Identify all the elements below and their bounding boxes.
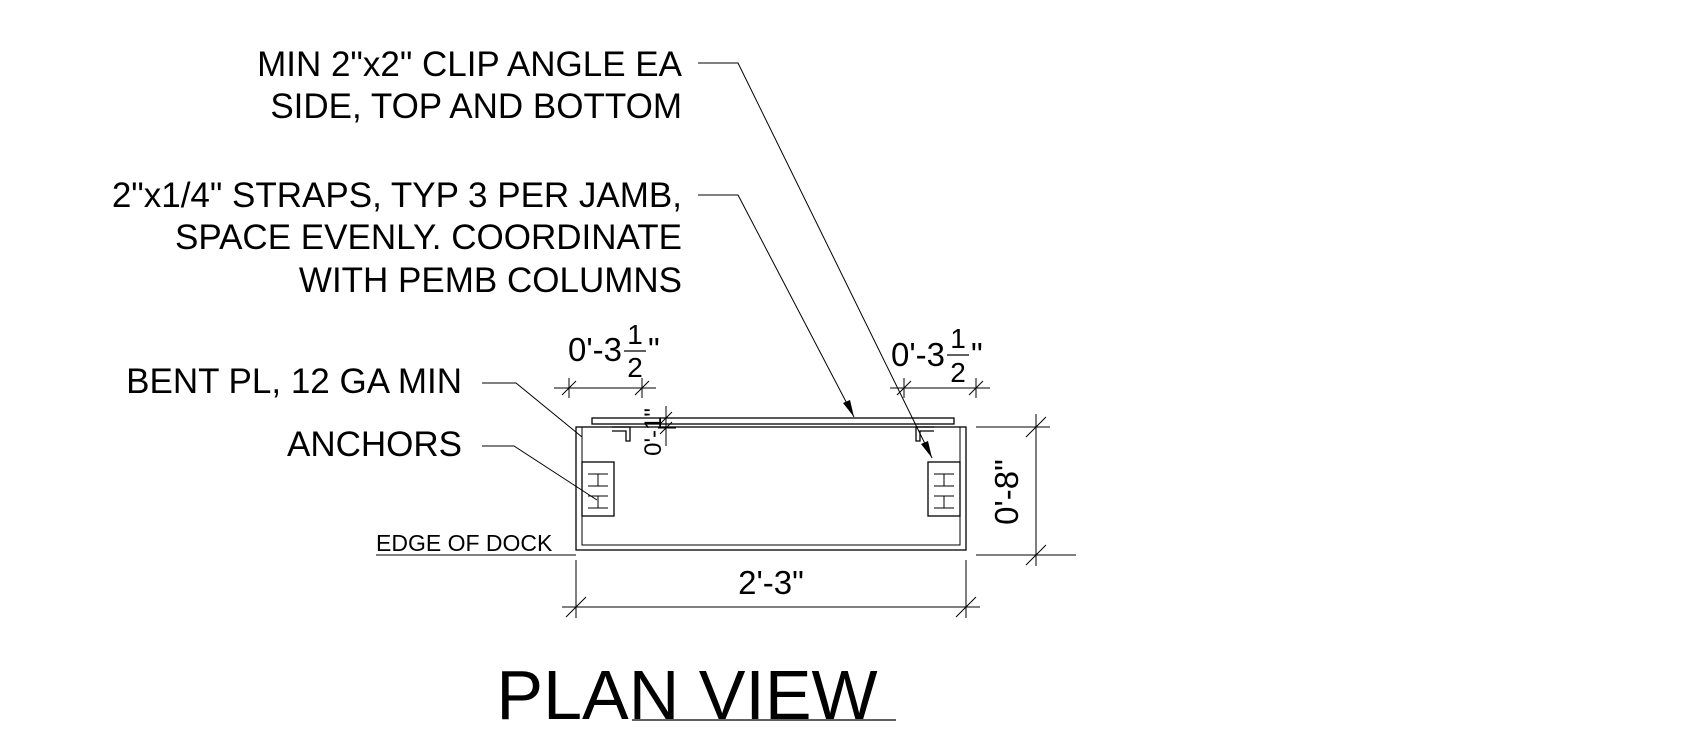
clip-angle-callout-line-2: SIDE, TOP AND BOTTOM	[270, 87, 682, 126]
straps-callout-line-3: WITH PEMB COLUMNS	[299, 261, 682, 300]
anchor-bolt-left-top	[588, 473, 608, 487]
jamb-plan	[376, 417, 1076, 556]
right-offset-inch-mark: "	[971, 336, 983, 373]
right-offset-numerator: 1	[950, 323, 966, 354]
view-title: PLAN VIEW	[496, 656, 896, 734]
anchor-bolt-left-bottom	[588, 495, 608, 509]
depth-label: 0'-8"	[988, 459, 1025, 525]
left-offset-inch-mark: "	[648, 331, 660, 368]
bent-plate-inner-line	[581, 427, 961, 546]
dimension-width: 2'-3"	[562, 560, 980, 618]
anchor-bolt-right-top	[934, 473, 954, 487]
right-offset-whole: 0'-3	[891, 336, 945, 373]
clip-angle-right	[915, 426, 934, 442]
left-offset-numerator: 1	[627, 319, 643, 350]
anchor-block-left	[581, 461, 615, 517]
straps-callout: 2"x1/4" STRAPS, TYP 3 PER JAMB, SPACE EV…	[112, 176, 682, 300]
leader-lines	[482, 62, 933, 501]
clip-angle-callout-line-1: MIN 2"x2" CLIP ANGLE EA	[257, 45, 683, 84]
dimension-depth: 0'-8"	[976, 414, 1050, 566]
bent-plate-callout: BENT PL, 12 GA MIN	[126, 362, 462, 401]
bent-plate-outline	[575, 426, 967, 551]
top-strap	[591, 417, 955, 425]
clip-angle-left	[612, 426, 631, 442]
left-offset-denominator: 2	[627, 352, 643, 383]
straps-leader	[698, 194, 855, 418]
left-offset-whole: 0'-3	[568, 331, 622, 368]
clip-angle-arrowhead	[921, 441, 932, 458]
clip-angle-callout: MIN 2"x2" CLIP ANGLE EA SIDE, TOP AND BO…	[257, 45, 683, 126]
straps-arrowhead	[843, 400, 854, 417]
dimension-right-offset: 0'-3 1 2 "	[890, 323, 990, 398]
straps-callout-line-1: 2"x1/4" STRAPS, TYP 3 PER JAMB,	[112, 176, 682, 215]
anchors-callout: ANCHORS	[287, 425, 462, 464]
dimension-plate-thickness: 0'-1"	[640, 406, 676, 456]
anchors-leader	[482, 445, 598, 501]
anchor-block-right	[927, 461, 961, 517]
clip-angle-leader	[698, 62, 933, 459]
edge-of-dock-label: EDGE OF DOCK	[376, 530, 553, 556]
width-label: 2'-3"	[738, 564, 804, 601]
anchor-bolt-right-bottom	[934, 495, 954, 509]
right-offset-denominator: 2	[950, 357, 966, 388]
bent-plate-leader	[482, 382, 583, 438]
straps-callout-line-2: SPACE EVENLY. COORDINATE	[175, 218, 682, 257]
plate-thickness-label: 0'-1"	[640, 408, 667, 456]
title-text: PLAN VIEW	[496, 656, 877, 734]
dimension-left-offset: 0'-3 1 2 "	[554, 319, 660, 398]
